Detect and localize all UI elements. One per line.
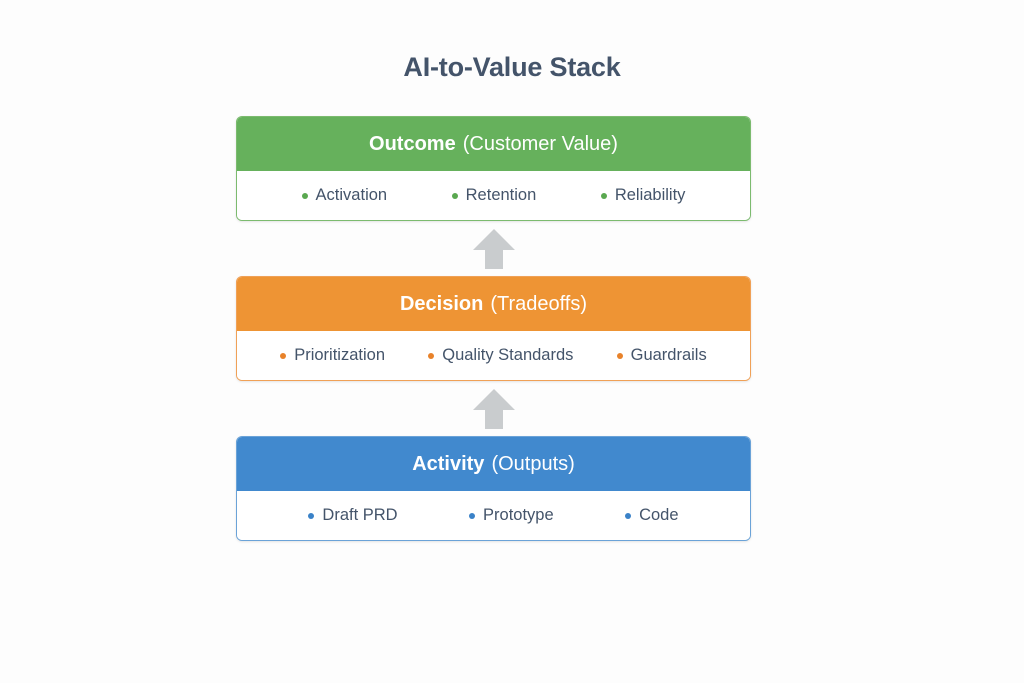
stack-layer-outcome[interactable]: Outcome (Customer Value) Activation Rete… — [236, 116, 751, 221]
arrow-up-icon — [472, 228, 515, 269]
arrow-up-icon — [472, 388, 515, 429]
layer-items-decision: Prioritization Quality Standards Guardra… — [237, 331, 750, 380]
list-item-label: Guardrails — [630, 346, 707, 364]
layer-qualifier-activity: (Outputs) — [491, 452, 575, 475]
value-stack: Outcome (Customer Value) Activation Rete… — [236, 116, 751, 541]
layer-qualifier-decision: (Tradeoffs) — [490, 292, 588, 315]
list-item-label: Reliability — [614, 186, 686, 204]
stack-layer-decision[interactable]: Decision (Tradeoffs) Prioritization Qual… — [236, 276, 751, 381]
list-item-label: Prototype — [483, 506, 554, 524]
list-item[interactable]: Retention — [451, 186, 537, 205]
bullet-icon — [616, 352, 623, 359]
list-item[interactable]: Prioritization — [280, 346, 385, 365]
list-item[interactable]: Draft PRD — [308, 506, 398, 525]
list-item[interactable]: Activation — [301, 186, 388, 205]
bullet-icon — [469, 512, 476, 519]
bullet-icon — [451, 192, 458, 199]
list-item-label: Activation — [315, 186, 388, 204]
layer-name-outcome: Outcome — [369, 132, 456, 155]
list-item-label: Prioritization — [294, 346, 386, 364]
stack-layer-activity[interactable]: Activity (Outputs) Draft PRD Prototype C… — [236, 436, 751, 541]
layer-qualifier-outcome: (Customer Value) — [462, 132, 618, 155]
list-item[interactable]: Code — [625, 506, 679, 525]
list-item[interactable]: Quality Standards — [428, 346, 573, 365]
bullet-icon — [280, 352, 287, 359]
layer-name-decision: Decision — [399, 292, 484, 315]
list-item[interactable]: Prototype — [469, 506, 554, 525]
bullet-icon — [600, 192, 607, 199]
layer-header-outcome: Outcome (Customer Value) — [237, 117, 750, 171]
connector-activity-to-decision — [236, 381, 751, 436]
list-item[interactable]: Reliability — [600, 186, 686, 205]
connector-decision-to-outcome — [236, 221, 751, 276]
layer-name-activity: Activity — [412, 452, 485, 475]
bullet-icon — [308, 512, 315, 519]
bullet-icon — [625, 512, 632, 519]
list-item-label: Code — [639, 506, 679, 524]
list-item-label: Draft PRD — [322, 506, 398, 524]
list-item[interactable]: Guardrails — [616, 346, 707, 365]
layer-items-outcome: Activation Retention Reliability — [237, 171, 750, 220]
list-item-label: Quality Standards — [442, 346, 574, 364]
bullet-icon — [428, 352, 435, 359]
page-title: AI-to-Value Stack — [403, 52, 621, 82]
list-item-label: Retention — [465, 186, 537, 204]
layer-header-activity: Activity (Outputs) — [237, 437, 750, 491]
bullet-icon — [301, 192, 308, 199]
layer-header-decision: Decision (Tradeoffs) — [237, 277, 750, 331]
layer-items-activity: Draft PRD Prototype Code — [237, 491, 750, 540]
